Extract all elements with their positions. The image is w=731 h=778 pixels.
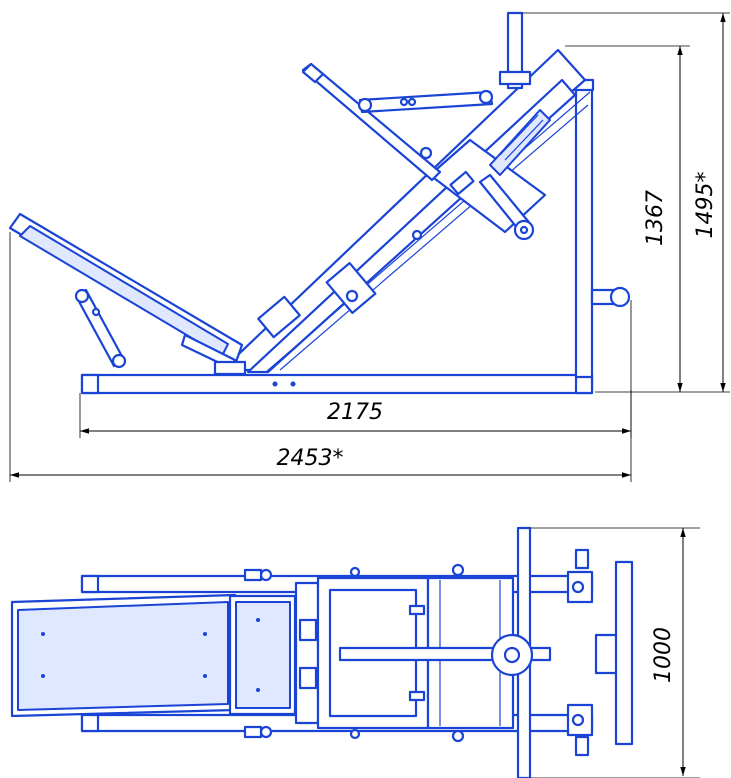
backrest-pad: [19, 225, 229, 357]
top-weight-horn-bar: [614, 560, 634, 746]
weight-horn-end: [609, 286, 631, 308]
top-backrest-pad: [17, 601, 229, 711]
sled-plate: [489, 109, 551, 176]
footplate-tip: [301, 62, 325, 84]
dim-frame-length: 2175: [327, 400, 383, 425]
dim-frame-height: 1367: [643, 190, 668, 246]
top-view: 1000: [10, 526, 700, 778]
base-beam: [80, 373, 594, 395]
top-handle-post: [506, 11, 524, 90]
footplate: [301, 62, 442, 182]
side-view: 2175 2453* 1367 1495*: [8, 11, 730, 482]
seat-bracket: [213, 360, 247, 376]
top-handle-clamp: [498, 70, 532, 86]
base-end-cap-left: [80, 373, 100, 395]
rear-post: [574, 83, 594, 379]
dim-overall-height: 1495*: [693, 172, 718, 239]
footplate-link: [358, 90, 494, 114]
dim-overall-length: 2453*: [277, 446, 344, 471]
dim-overall-width: 1000: [651, 627, 676, 683]
